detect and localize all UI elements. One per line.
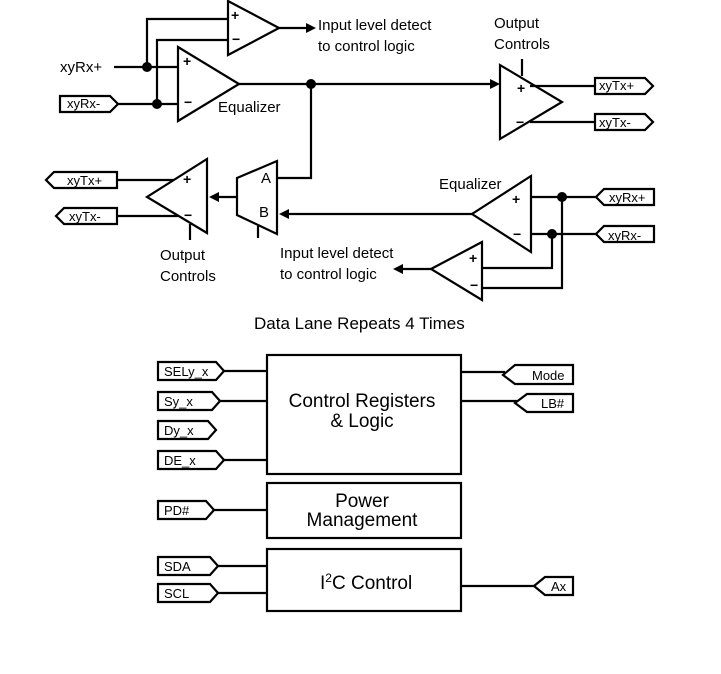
pin-sda-label: SDA [164, 559, 191, 574]
lower-detect-label-line1: Input level detect [280, 245, 394, 262]
upper-equalizer-label: Equalizer [218, 99, 281, 116]
upper-detect-label-line2: to control logic [318, 38, 415, 55]
pin-sely-x[interactable]: SELy_x [156, 360, 226, 382]
minus-sign: − [513, 226, 521, 242]
plus-sign: + [183, 171, 191, 187]
arrow-icon [490, 79, 500, 89]
lower-detect-comparator: + − [428, 240, 484, 302]
lower-equalizer-label: Equalizer [439, 176, 502, 193]
pin-dy-x-label: Dy_x [164, 423, 194, 438]
lower-rx-pos-pin[interactable]: xyRx+ [594, 187, 656, 207]
upper-output-controls-line1: Output [494, 15, 540, 32]
arrow-icon [209, 192, 219, 202]
upper-output-amp: + − [498, 63, 565, 141]
upper-lane: xyRx+ xyRx- + − Input level detect to co… [58, 0, 655, 180]
lower-lane: xyTx+ xyTx- + − Output Controls A B E [44, 157, 656, 302]
upper-detect-neg-wire [155, 38, 228, 104]
upper-tx-pos-pin-label: xyTx+ [599, 78, 634, 93]
pin-dy-x[interactable]: Dy_x [156, 419, 218, 441]
pin-ax-label: Ax [551, 579, 567, 594]
lower-rx-neg-pin-label: xyRx- [608, 228, 641, 243]
mux: A B [235, 159, 279, 236]
power-management-section: Power Management PD# [156, 481, 463, 540]
pin-sda[interactable]: SDA [156, 555, 220, 577]
power-block-label-line1: Power [335, 491, 390, 512]
junction-dot [142, 62, 152, 72]
diagram-caption: Data Lane Repeats 4 Times [254, 314, 465, 333]
control-block-label-line2: & Logic [330, 411, 393, 432]
minus-sign: − [184, 94, 192, 110]
upper-equalizer: + − [176, 45, 242, 123]
pin-lb-label: LB# [541, 396, 565, 411]
pin-pd[interactable]: PD# [156, 499, 216, 521]
plus-sign: + [512, 191, 520, 207]
lower-output-controls-line2: Controls [160, 268, 216, 285]
control-block-label-line1: Control Registers [289, 391, 436, 412]
control-registers-block [265, 353, 463, 476]
plus-sign: + [231, 7, 239, 23]
minus-sign: − [470, 277, 478, 293]
control-registers-section: Control Registers & Logic SELy_x Sy_x Dy… [156, 353, 575, 476]
upper-tx-neg-pin[interactable]: xyTx- [593, 112, 655, 132]
i2c-block-label: I2C Control [320, 571, 412, 594]
lower-detect-label-line2: to control logic [280, 266, 377, 283]
pin-mode-label: Mode [532, 368, 565, 383]
pin-scl[interactable]: SCL [156, 582, 220, 604]
pin-mode[interactable]: Mode [501, 363, 575, 386]
mux-input-a-label: A [261, 170, 271, 187]
lower-tx-pos-pin[interactable]: xyTx+ [44, 170, 119, 190]
mux-a-wire [277, 84, 313, 180]
pin-ax[interactable]: Ax [532, 575, 575, 597]
arrow-icon [306, 23, 316, 33]
pin-sy-x[interactable]: Sy_x [156, 390, 222, 412]
plus-sign: + [517, 80, 525, 96]
pin-de-x-label: DE_x [164, 453, 196, 468]
lower-tx-neg-pin-label: xyTx- [69, 209, 101, 224]
plus-sign: + [469, 250, 477, 266]
pin-sely-x-label: SELy_x [164, 364, 209, 379]
lower-output-controls-line1: Output [160, 247, 206, 264]
lower-tx-neg-pin[interactable]: xyTx- [54, 206, 119, 226]
pin-scl-label: SCL [164, 586, 189, 601]
pin-de-x[interactable]: DE_x [156, 449, 226, 471]
lower-detect-pos-wire [482, 234, 554, 270]
lower-detect-neg-wire [482, 197, 564, 290]
upper-detect-comparator: + − [226, 0, 282, 57]
upper-detect-label-line1: Input level detect [318, 17, 432, 34]
upper-detect-pos-wire [145, 17, 228, 67]
pin-lb[interactable]: LB# [513, 392, 575, 414]
pin-sy-x-label: Sy_x [164, 394, 193, 409]
lower-equalizer: + − [469, 173, 533, 255]
lower-tx-pos-pin-label: xyTx+ [67, 173, 102, 188]
minus-sign: − [184, 207, 192, 223]
lower-output-amp: + − [144, 157, 209, 235]
upper-rx-neg-pin[interactable]: xyRx- [58, 94, 120, 114]
plus-sign: + [183, 53, 191, 69]
lower-rx-neg-pin[interactable]: xyRx- [594, 224, 656, 244]
arrow-icon [279, 209, 289, 219]
upper-tx-pos-pin[interactable]: xyTx+ [593, 76, 655, 96]
upper-output-controls-line2: Controls [494, 36, 550, 53]
upper-rx-pos-label: xyRx+ [60, 59, 102, 76]
upper-tx-neg-pin-label: xyTx- [599, 115, 631, 130]
pin-pd-label: PD# [164, 503, 190, 518]
arrow-icon [393, 264, 403, 274]
power-block-label-line2: Management [307, 510, 419, 531]
minus-sign: − [232, 31, 240, 47]
mux-input-b-label: B [259, 204, 269, 221]
lower-rx-pos-pin-label: xyRx+ [609, 190, 645, 205]
junction-dot [152, 99, 162, 109]
upper-rx-neg-pin-label: xyRx- [67, 96, 100, 111]
i2c-control-block [265, 547, 463, 613]
i2c-control-section: I2C Control SDA SCL Ax [156, 547, 575, 613]
minus-sign: − [516, 114, 524, 130]
